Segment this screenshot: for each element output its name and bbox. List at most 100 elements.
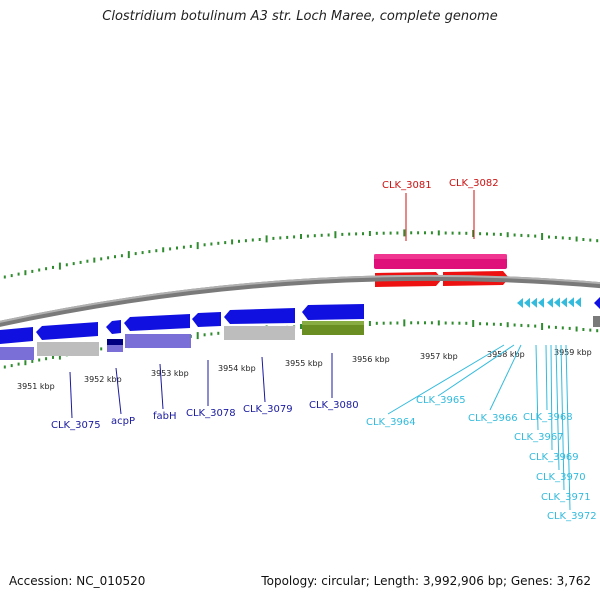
tick-mark	[589, 328, 592, 332]
tick-mark	[534, 234, 537, 238]
tick-mark	[176, 246, 178, 250]
tick-mark	[492, 232, 495, 236]
tick-mark	[472, 320, 475, 327]
gene-label-clk3969[interactable]: CLK_3969	[529, 452, 579, 463]
tick-mark	[396, 321, 399, 325]
gene-label-clk3081[interactable]: CLK_3081	[382, 180, 432, 191]
gene-block-navy[interactable]	[107, 339, 123, 345]
gene-labels: CLK_3081 CLK_3082 CLK_3075 acpP fabH CLK…	[51, 178, 597, 522]
tick-mark	[472, 230, 475, 237]
tick-mark	[375, 321, 378, 325]
tick-mark	[244, 239, 247, 243]
tick-mark	[279, 236, 282, 240]
small-gene-arrow[interactable]	[561, 297, 567, 308]
tick-mark	[458, 231, 461, 235]
gene-arrow-clk3080[interactable]	[302, 304, 364, 320]
tick-mark	[568, 236, 571, 240]
gene-label-clk3964[interactable]: CLK_3964	[366, 417, 416, 428]
gene-arrow-acpp[interactable]	[106, 320, 121, 334]
tick-mark	[486, 322, 488, 326]
tick-mark	[17, 272, 20, 276]
gene-label-clk3075[interactable]: CLK_3075	[51, 420, 101, 431]
kbp-label: 3954 kbp	[218, 364, 256, 373]
tick-mark	[65, 263, 68, 267]
tick-mark	[31, 269, 34, 273]
tick-mark	[300, 234, 302, 239]
tick-mark	[527, 324, 530, 328]
reverse-strand-genes	[0, 297, 600, 360]
gene-block-gray-1[interactable]	[37, 342, 99, 356]
tick-mark	[499, 232, 502, 236]
tick-mark	[403, 319, 406, 327]
tick-mark	[120, 254, 123, 258]
gene-label-clk3966[interactable]: CLK_3966	[468, 413, 518, 424]
gene-label-clk3078[interactable]: CLK_3078	[186, 408, 236, 419]
gene-arrow-right-edge[interactable]	[594, 297, 600, 309]
tick-mark	[100, 257, 103, 261]
tick-mark	[300, 324, 302, 329]
gene-label-clk3972[interactable]: CLK_3972	[547, 511, 597, 522]
gene-label-fabh[interactable]: fabH	[153, 411, 177, 422]
gene-label-acpp[interactable]: acpP	[111, 416, 135, 427]
tick-mark	[410, 321, 413, 325]
small-gene-arrow[interactable]	[538, 297, 544, 308]
gene-label-clk3968[interactable]: CLK_3968	[523, 412, 573, 423]
tick-mark	[527, 234, 530, 238]
gene-arrow-fabh[interactable]	[124, 314, 190, 331]
kbp-label: 3959 kbp	[554, 348, 592, 357]
tick-mark	[196, 242, 199, 250]
tick-mark	[479, 322, 482, 326]
gene-label-clk3080[interactable]: CLK_3080	[309, 400, 359, 411]
tick-mark	[506, 322, 509, 328]
small-gene-arrow[interactable]	[517, 298, 523, 308]
accession-footer: Accession: NC_010520	[9, 574, 145, 588]
tick-mark	[182, 245, 185, 249]
tick-mark	[238, 239, 240, 243]
gene-arrow-left-edge[interactable]	[0, 327, 33, 344]
gene-block-lavender-2[interactable]	[107, 345, 123, 352]
tick-mark	[3, 365, 6, 369]
tick-mark	[72, 262, 75, 266]
gene-label-clk3965[interactable]: CLK_3965	[416, 395, 466, 406]
gene-label-clk3967[interactable]: CLK_3967	[514, 432, 564, 443]
gene-block-right-edge[interactable]	[593, 316, 600, 327]
tick-mark	[499, 322, 502, 326]
tick-mark	[327, 233, 330, 237]
forward-strand-genes	[374, 254, 509, 287]
tick-mark	[430, 231, 433, 235]
gene-label-clk3971[interactable]: CLK_3971	[541, 492, 591, 503]
small-gene-arrow[interactable]	[554, 297, 560, 308]
small-gene-arrow[interactable]	[568, 297, 574, 308]
tick-mark	[3, 275, 6, 279]
tick-mark	[189, 244, 192, 248]
gene-arrow-clk3078[interactable]	[192, 312, 221, 327]
small-gene-arrow[interactable]	[575, 297, 581, 308]
tick-mark	[210, 242, 213, 246]
gene-block-lavender-1[interactable]	[0, 347, 34, 360]
small-gene-arrow[interactable]	[524, 297, 530, 308]
small-gene-arrow[interactable]	[531, 297, 537, 308]
kbp-label: 3953 kbp	[151, 369, 189, 378]
kbp-label: 3955 kbp	[285, 359, 323, 368]
gene-label-clk3082[interactable]: CLK_3082	[449, 178, 499, 189]
tick-mark	[596, 329, 599, 333]
gene-block-gray-2[interactable]	[224, 326, 295, 340]
gene-arrow-clk3079[interactable]	[224, 308, 295, 324]
small-gene-arrow[interactable]	[547, 297, 553, 308]
tick-mark	[534, 324, 537, 328]
gene-label-clk3970[interactable]: CLK_3970	[536, 472, 586, 483]
gene-block-lavender-3[interactable]	[125, 334, 191, 348]
tick-mark	[45, 267, 48, 271]
gene-arrow-clk3075[interactable]	[36, 322, 98, 340]
tick-mark	[169, 247, 172, 251]
tick-mark	[52, 355, 54, 359]
tick-mark	[306, 234, 309, 238]
tick-mark	[348, 232, 351, 236]
tick-mark	[582, 238, 585, 241]
tick-mark	[417, 231, 420, 235]
gene-label-clk3079[interactable]: CLK_3079	[243, 404, 293, 415]
tick-mark	[465, 321, 468, 325]
tick-mark	[444, 231, 447, 235]
tick-mark	[375, 231, 378, 235]
